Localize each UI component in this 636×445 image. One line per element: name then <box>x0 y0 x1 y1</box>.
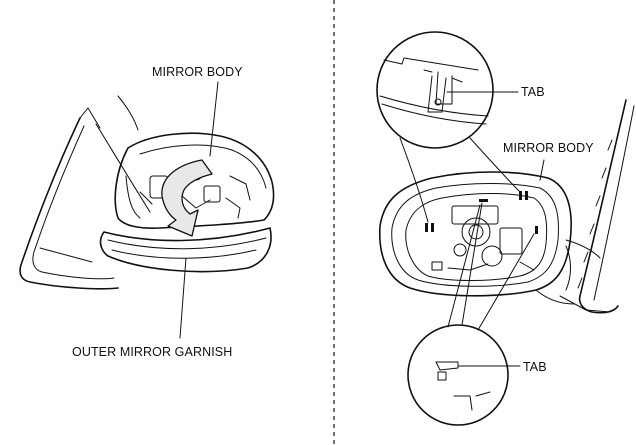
label-tab-bottom: TAB <box>523 360 547 374</box>
detail-zoom-bottom <box>407 202 535 426</box>
door-frame <box>19 95 151 290</box>
door-frame-right <box>559 99 635 314</box>
label-mirror-body-right: MIRROR BODY <box>503 141 594 155</box>
right-panel-illustration: TAB MIRROR BODY TAB <box>376 31 635 426</box>
detail-zoom-top <box>376 31 521 223</box>
label-mirror-body-left: MIRROR BODY <box>152 65 243 79</box>
leader-mirror-body-right <box>539 159 545 181</box>
label-tab-top: TAB <box>521 85 545 99</box>
curved-arrow-icon <box>161 159 213 237</box>
mirror-body-right <box>378 171 575 305</box>
leader-outer-mirror-garnish <box>179 257 187 339</box>
label-outer-mirror-garnish: OUTER MIRROR GARNISH <box>72 345 232 359</box>
leader-mirror-body-left <box>209 81 219 157</box>
left-panel-illustration: MIRROR BODY OUTER MIRROR GARNISH <box>19 65 275 359</box>
